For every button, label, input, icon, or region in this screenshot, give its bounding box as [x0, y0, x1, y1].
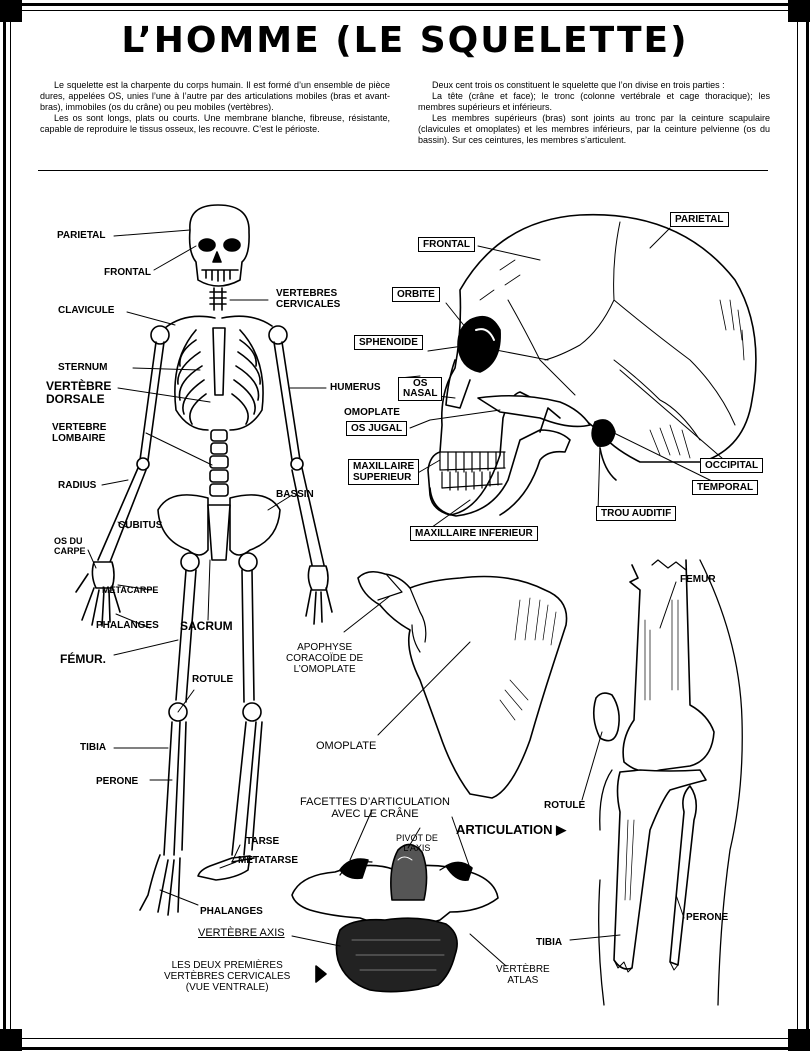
label-line: (VUE VENTRALE): [185, 982, 269, 993]
scapula-drawing: [357, 570, 568, 799]
frame-corner: [788, 0, 810, 22]
label-clavicule: CLAVICULE: [58, 305, 115, 316]
label-phalanges-hand: PHALANGES: [96, 620, 159, 631]
label-line: OS DU: [54, 536, 83, 546]
intro-paragraph: Les os sont longs, plats ou courts. Une …: [40, 113, 390, 134]
label-skull-os-jugal: OS JUGAL: [346, 421, 408, 436]
knee-drawing: [592, 559, 743, 1006]
label-skull-frontal: FRONTAL: [418, 237, 476, 252]
label-line: CERVICALES: [276, 299, 341, 310]
intro-left-column: Le squelette est la charpente du corps h…: [40, 80, 390, 135]
label-line: NASAL: [403, 388, 438, 399]
label-line: VERTÈBRE: [46, 379, 112, 393]
label-os-du-carpe: OS DU CARPE: [54, 536, 86, 556]
label-omoplate: OMOPLATE: [344, 407, 400, 418]
label-vertebre-axis: VERTÈBRE AXIS: [198, 927, 285, 939]
label-apophyse-coracoide: APOPHYSE CORACOÏDE DE L’OMOPLATE: [286, 642, 363, 675]
label-line: AVEC LE CRÂNE: [331, 808, 419, 820]
label-line: SUPERIEUR: [353, 472, 412, 483]
label-articulation: ARTICULATION ▶: [456, 822, 567, 837]
intro-paragraph: Le squelette est la charpente du corps h…: [40, 80, 390, 112]
page-title: L’HOMME (LE SQUELETTE): [121, 20, 689, 61]
page-frame-inner: [10, 10, 798, 1039]
label-femur: FÉMUR.: [60, 652, 106, 666]
label-sternum: STERNUM: [58, 362, 108, 373]
label-knee-tibia: TIBIA: [536, 937, 563, 948]
label-phalanges-foot: PHALANGES: [200, 906, 263, 917]
intro-paragraph: La tête (crâne et face); le tronc (colon…: [418, 91, 770, 112]
label-tarse: TARSE: [246, 836, 280, 847]
label-rotule: ROTULE: [192, 674, 234, 685]
label-line: L’OMOPLATE: [293, 664, 356, 675]
label-bassin: BASSIN: [276, 489, 314, 500]
label-knee-perone: PERONE: [686, 912, 729, 923]
label-skull-maxillaire-superieur: MAXILLAIRE SUPERIEUR: [348, 459, 420, 485]
label-perone: PERONE: [96, 776, 139, 787]
label-line: CARPE: [54, 546, 86, 556]
label-skull-occipital: OCCIPITAL: [700, 458, 764, 473]
label-line: LES DEUX PREMIÈRES: [171, 960, 283, 971]
label-line: CORACOÏDE DE: [286, 653, 364, 664]
vertebrae-drawing: [291, 843, 499, 993]
label-line: DORSALE: [46, 392, 105, 406]
label-line: FACETTES D’ARTICULATION: [300, 796, 450, 808]
label-skull-temporal: TEMPORAL: [692, 480, 759, 495]
label-parietal: PARIETAL: [57, 230, 106, 241]
label-line: OS: [413, 378, 428, 389]
label-line: VERTEBRES: [276, 288, 338, 299]
page-frame-outer: [3, 3, 809, 1050]
label-vertebre-dorsale: VERTÈBRE DORSALE: [46, 380, 111, 406]
label-radius: RADIUS: [58, 480, 97, 491]
label-line: VERTEBRE: [52, 422, 107, 433]
label-line: VERTÈBRE: [496, 964, 550, 975]
label-vertebre-lombaire: VERTEBRE LOMBAIRE: [52, 422, 106, 444]
label-line: APOPHYSE: [297, 642, 353, 653]
intro-paragraph: Deux cent trois os constituent le squele…: [432, 80, 725, 90]
label-knee-rotule: ROTULE: [544, 800, 586, 811]
full-skeleton-drawing: [75, 204, 333, 916]
frame-corner: [788, 1029, 810, 1051]
label-sacrum: SACRUM: [180, 619, 233, 633]
label-skull-trou-auditif: TROU AUDITIF: [596, 506, 677, 521]
frame-corner: [0, 1029, 22, 1051]
label-vertebre-atlas: VERTÈBRE ATLAS: [496, 964, 550, 986]
label-knee-femur: FEMUR: [680, 574, 716, 585]
label-line: LOMBAIRE: [52, 433, 106, 444]
label-facettes: FACETTES D’ARTICULATION AVEC LE CRÂNE: [300, 796, 450, 820]
skull-lateral-drawing: [427, 213, 757, 517]
label-skull-os-nasal: OS NASAL: [398, 377, 443, 401]
label-vertebres-cervicales: VERTEBRES CERVICALES: [276, 288, 340, 310]
label-metacarpe: METACARPE: [102, 585, 159, 595]
label-scapula-omoplate: OMOPLATE: [316, 740, 377, 752]
label-metatarse: METATARSE: [238, 855, 298, 866]
label-line: VERTÈBRES CERVICALES: [164, 971, 291, 982]
label-line: PIVOT DE: [396, 833, 438, 843]
label-humerus: HUMERUS: [330, 382, 381, 393]
section-divider: [38, 170, 768, 171]
label-frontal: FRONTAL: [104, 267, 152, 278]
intro-paragraph: Les membres supérieurs (bras) sont joint…: [418, 113, 770, 145]
label-skull-orbite: ORBITE: [392, 287, 440, 302]
label-skull-sphenoide: SPHENOIDE: [354, 335, 423, 350]
label-line: L’AXIS: [403, 843, 431, 853]
label-pivot-axis: PIVOT DE L’AXIS: [396, 833, 438, 853]
label-cubitus: CUBITUS: [118, 520, 163, 531]
label-tibia: TIBIA: [80, 742, 107, 753]
frame-corner: [0, 0, 22, 22]
label-deux-premieres-vertebres: LES DEUX PREMIÈRES VERTÈBRES CERVICALES …: [164, 960, 290, 993]
label-line: ATLAS: [507, 975, 539, 986]
label-line: MAXILLAIRE: [353, 461, 415, 472]
label-skull-maxillaire-inferieur: MAXILLAIRE INFERIEUR: [410, 526, 538, 541]
label-skull-parietal: PARIETAL: [670, 212, 729, 227]
intro-right-column: Deux cent trois os constituent le squele…: [418, 80, 770, 146]
